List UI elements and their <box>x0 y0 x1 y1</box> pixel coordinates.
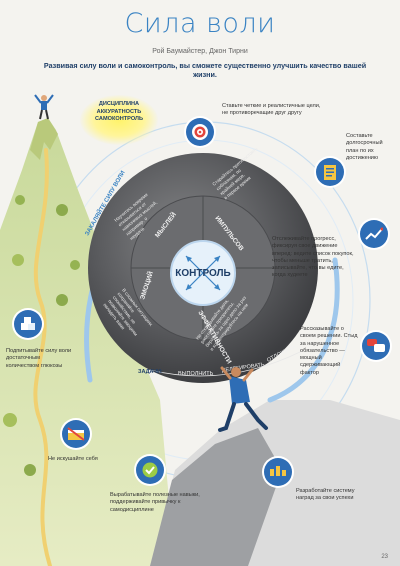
lead-text: Развивая силу воли и самоконтроль, вы см… <box>43 61 367 79</box>
chart-icon <box>360 220 388 248</box>
tip-habits: Вырабатывайте полезные навыки, поддержив… <box>110 492 200 513</box>
man-pushing <box>218 366 268 432</box>
tip-rewards: Разработайте систему наград за свои успе… <box>296 488 355 502</box>
clipboard-icon <box>316 158 344 186</box>
page-number: 23 <box>381 554 388 560</box>
sun-text: ДИСЦИПЛИНА АККУРАТНОСТЬ САМОКОНТРОЛЬ <box>86 101 152 124</box>
sun-text-line: САМОКОНТРОЛЬ <box>95 116 143 123</box>
task-step-do: ВЫПОЛНИТЬ <box>178 371 214 377</box>
task-step-delegate: ДЕЛЕГИРОВАТЬ <box>221 362 265 374</box>
boulder <box>88 153 318 383</box>
checkmark-icon <box>136 456 164 484</box>
tip-glucose: Подпитывайте силу воли достаточным колич… <box>6 348 72 369</box>
sun-text-line: ДИСЦИПЛИНА <box>98 101 140 107</box>
authors: Рой Баумайстер, Джон Тирни <box>152 48 248 55</box>
target-icon <box>186 118 214 146</box>
tasks-label: ЗАДАЧИ: <box>138 369 163 375</box>
cake-icon <box>62 420 90 448</box>
center-label: КОНТРОЛЬ <box>175 268 230 279</box>
tip-tell: Рассказывайте о своем решении. Стыд за н… <box>300 326 358 376</box>
tip-goals: Ставьте четкие и реалистичные цели, не п… <box>222 103 321 117</box>
tip-progress: Отслеживайте прогресс, фиксируя свое дви… <box>272 236 354 279</box>
trophies-icon <box>264 458 292 486</box>
speech-bubbles-icon <box>362 332 390 360</box>
summit-person <box>34 94 54 120</box>
page-title: Сила воли <box>124 8 276 39</box>
sun-glow <box>80 95 158 145</box>
sun-text-line: АККУРАТНОСТЬ <box>96 108 142 115</box>
sugar-cubes-icon <box>14 310 42 338</box>
tip-plan: Составьте долгосрочный план по их достиж… <box>346 133 383 161</box>
tip-no-fool: Не искушайте себя <box>48 456 98 462</box>
